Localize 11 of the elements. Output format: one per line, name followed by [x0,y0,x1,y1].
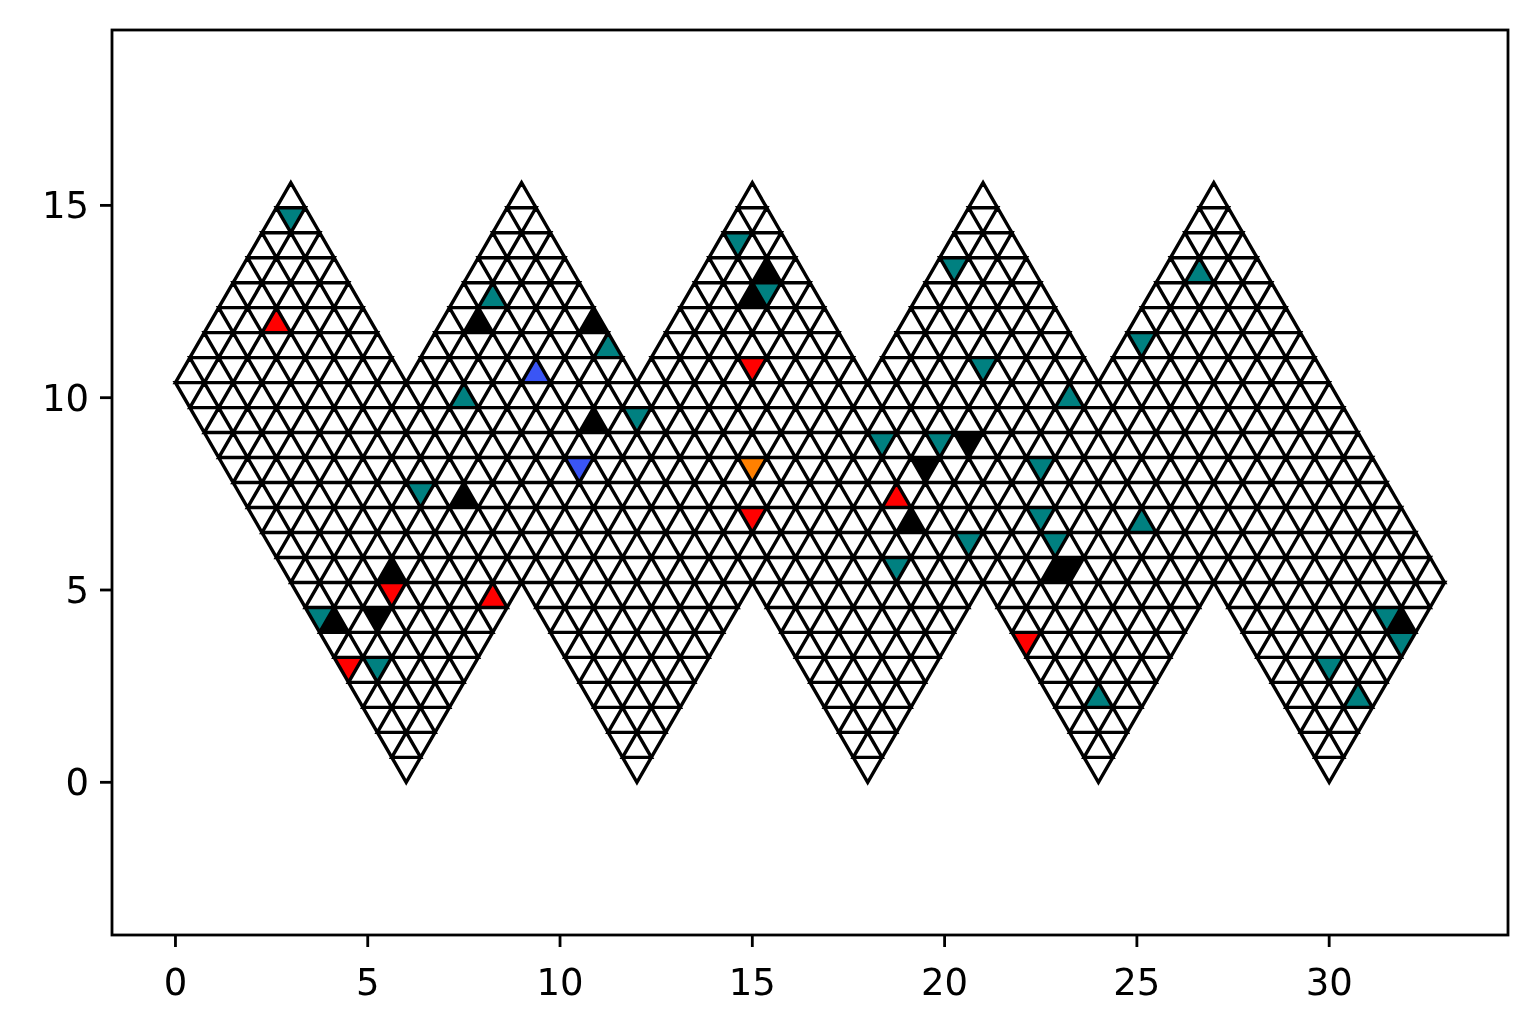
y-tick-label: 0 [65,764,89,802]
x-tick-label: 0 [163,964,188,1001]
y-tick-label: 10 [41,379,89,417]
y-tick-label: 5 [65,572,89,609]
x-tick-label: 25 [1113,964,1161,1001]
x-tick-label: 15 [728,964,776,1001]
x-tick-label: 10 [536,964,584,1001]
x-tick-label: 20 [921,964,969,1001]
x-tick-label: 5 [355,964,380,1001]
y-tick-label: 15 [41,187,89,225]
x-tick-label: 30 [1305,964,1353,1001]
